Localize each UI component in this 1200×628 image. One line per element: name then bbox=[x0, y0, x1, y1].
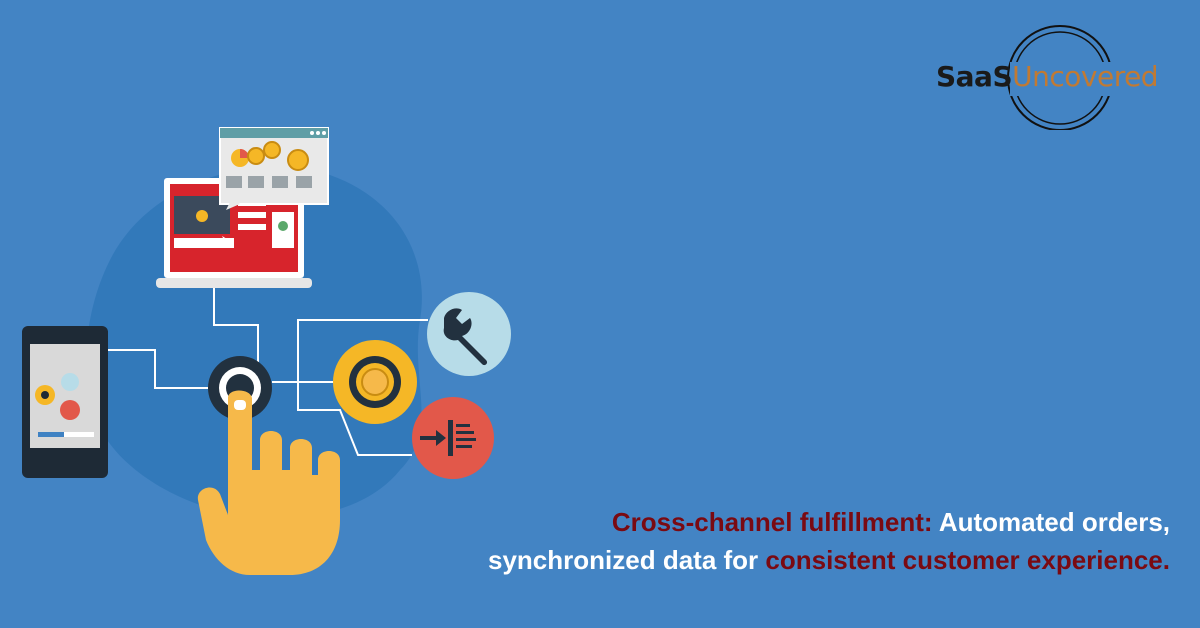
logo-ring-icon bbox=[1007, 25, 1130, 130]
headline-highlight-2: consistent customer experience. bbox=[765, 545, 1170, 575]
coin-icon bbox=[247, 141, 309, 171]
brand-logo[interactable]: SaaSUncovered bbox=[930, 20, 1180, 130]
phone-icon bbox=[22, 326, 108, 478]
headline-line-1: Cross-channel fulfillment: Automated ord… bbox=[330, 503, 1170, 541]
headline: Cross-channel fulfillment: Automated ord… bbox=[330, 503, 1170, 579]
headline-highlight-1: Cross-channel fulfillment: bbox=[611, 507, 933, 537]
gear-icon bbox=[333, 340, 417, 424]
hand-pointer-icon bbox=[197, 390, 340, 575]
connector-lines bbox=[108, 288, 428, 456]
import-icon bbox=[412, 397, 494, 479]
dashboard-window-icon bbox=[219, 127, 329, 210]
headline-text-1: Automated orders, bbox=[932, 507, 1170, 537]
brand-name: SaaSUncovered bbox=[936, 60, 1159, 93]
wrench-icon bbox=[427, 292, 511, 376]
headline-text-2: synchronized data for bbox=[488, 545, 766, 575]
headline-line-2: synchronized data for consistent custome… bbox=[330, 541, 1170, 579]
brand-name-part1: SaaS bbox=[936, 60, 1013, 93]
brand-name-part2: Uncovered bbox=[1012, 60, 1159, 93]
